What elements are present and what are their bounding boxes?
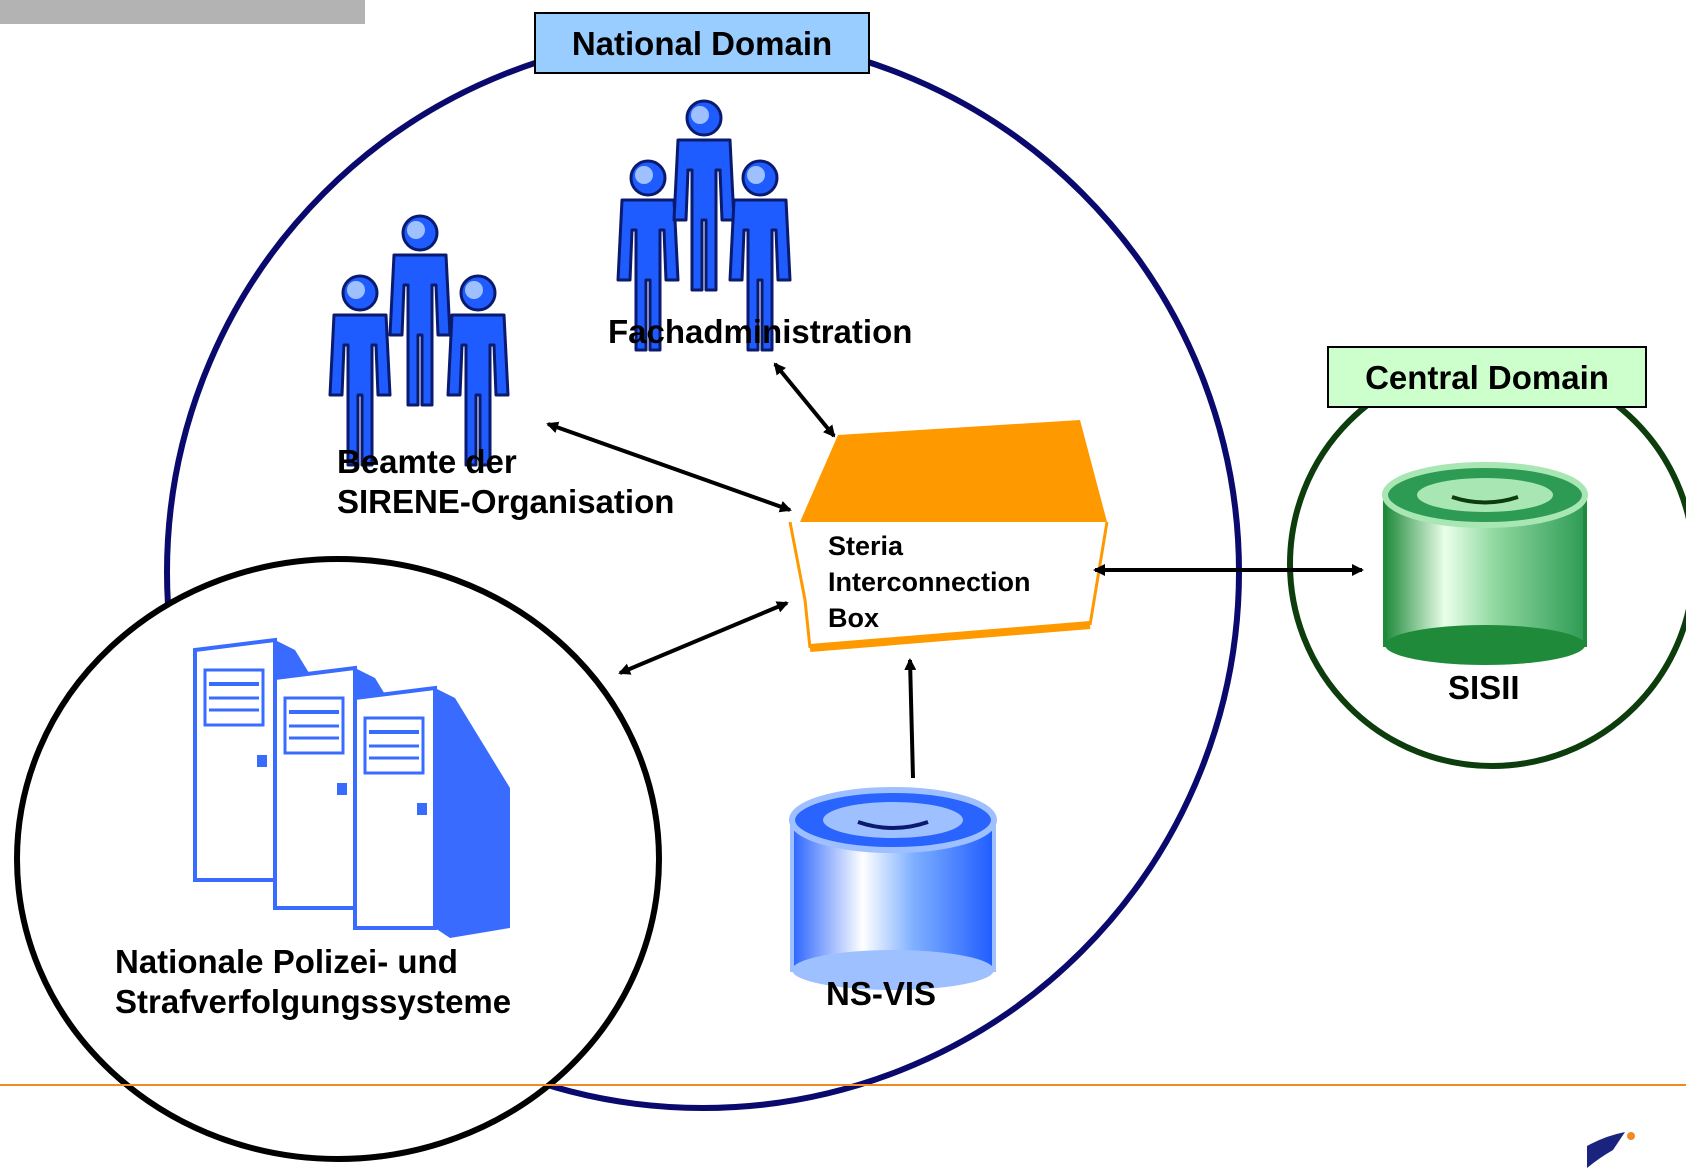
polizei-line-2: Strafverfolgungssysteme [115,983,512,1020]
arrow-beamte-sib [546,421,792,513]
database-icon [1382,462,1588,665]
central-domain-tag: Central Domain [1327,346,1647,408]
sib-line-2: Interconnection [828,567,1031,597]
sib-line-1: Steria [828,531,904,561]
people-group-icon [328,214,510,467]
sib-label: Steria Interconnection Box [828,528,1031,636]
nsvis-label: NS-VIS [826,975,937,1012]
beamte-label: Beamte der SIRENE-Organisation [337,442,674,522]
arrow-nsvis-sib [904,658,917,779]
sib-line-3: Box [828,603,880,633]
steria-logo-icon [1587,1132,1635,1168]
national-domain-title: National Domain [571,25,833,62]
footer-divider [0,1084,1686,1086]
beamte-line-2: SIRENE-Organisation [337,483,675,520]
beamte-line-1: Beamte der [337,443,517,480]
database-icon [789,787,997,990]
arrow-polizei-sib [618,601,789,675]
arrow-fach-sib [773,362,836,438]
header-gray-bar [0,0,365,24]
steria-interconnection-box-icon [788,420,1109,652]
polizei-line-1: Nationale Polizei- und [115,943,458,980]
sisii-label: SISII [1448,669,1520,706]
national-domain-tag: National Domain [534,12,870,74]
central-domain-title: Central Domain [1365,359,1609,396]
polizei-label: Nationale Polizei- und Strafverfolgungss… [115,942,511,1022]
fachadministration-label: Fachadministration [608,313,913,350]
